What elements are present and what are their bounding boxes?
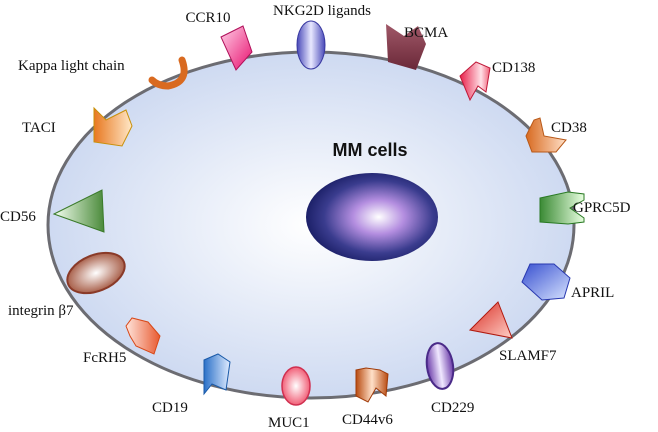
cd19-label: CD19 <box>152 400 188 416</box>
muc1-receptor: MUC1 <box>268 366 311 431</box>
cd44v6-label: CD44v6 <box>342 412 393 428</box>
fcrh5-receptor: FcRH5 <box>83 317 161 366</box>
slamf7-label: SLAMF7 <box>499 348 557 364</box>
kappa-light-chain-label: Kappa light chain <box>18 58 125 74</box>
bcma-icon <box>386 24 426 70</box>
cd19-icon <box>203 353 231 396</box>
slamf7-receptor: SLAMF7 <box>468 301 557 364</box>
taci-receptor: TACI <box>22 106 133 147</box>
cd138-receptor: CD138 <box>459 60 535 102</box>
cd19-receptor: CD19 <box>152 353 231 416</box>
cd38-receptor: CD38 <box>525 117 587 153</box>
april-receptor: APRIL <box>521 263 614 301</box>
integrin-b7-label: integrin β7 <box>8 303 74 319</box>
kappa-chain-icon <box>148 56 188 90</box>
cd56-icon <box>52 189 105 233</box>
nkg2d-icon <box>296 20 326 70</box>
cd38-icon <box>525 117 567 153</box>
cd44v6-icon <box>355 367 389 403</box>
muc1-icon <box>281 366 311 406</box>
ccr10-icon <box>220 25 253 71</box>
cd38-label: CD38 <box>551 120 587 136</box>
nkg2d-ligands-receptor: NKG2D ligands <box>273 3 371 70</box>
gprc5d-icon <box>539 191 585 225</box>
kappa-light-chain-receptor: Kappa light chain <box>18 56 188 90</box>
cd138-icon <box>459 61 491 102</box>
ccr10-label: CCR10 <box>185 10 230 26</box>
cd56-receptor: CD56 <box>0 189 105 233</box>
gprc5d-label: GPRC5D <box>573 200 631 216</box>
bcma-label: BCMA <box>404 25 448 41</box>
fcrh5-label: FcRH5 <box>83 350 126 366</box>
cd138-label: CD138 <box>492 60 535 76</box>
ccr10-receptor: CCR10 <box>185 10 253 71</box>
cd229-receptor: CD229 <box>425 342 474 416</box>
taci-icon <box>93 106 133 147</box>
cd229-icon <box>425 342 455 390</box>
cd229-label: CD229 <box>431 400 474 416</box>
cd44v6-receptor: CD44v6 <box>342 367 393 428</box>
taci-label: TACI <box>22 120 56 136</box>
integrin-b7-receptor: integrin β7 <box>8 251 126 319</box>
diagram-title: MM cells <box>332 140 407 160</box>
april-icon <box>521 263 571 301</box>
cell-nucleus <box>306 173 438 261</box>
fcrh5-icon <box>125 317 161 355</box>
april-label: APRIL <box>571 285 614 301</box>
muc1-label: MUC1 <box>268 415 310 431</box>
slamf7-icon <box>468 301 513 339</box>
cd56-label: CD56 <box>0 209 36 225</box>
nkg2d-ligands-label: NKG2D ligands <box>273 3 371 19</box>
gprc5d-receptor: GPRC5D <box>539 191 631 225</box>
bcma-receptor: BCMA <box>386 24 448 70</box>
integrin-icon <box>66 251 126 295</box>
